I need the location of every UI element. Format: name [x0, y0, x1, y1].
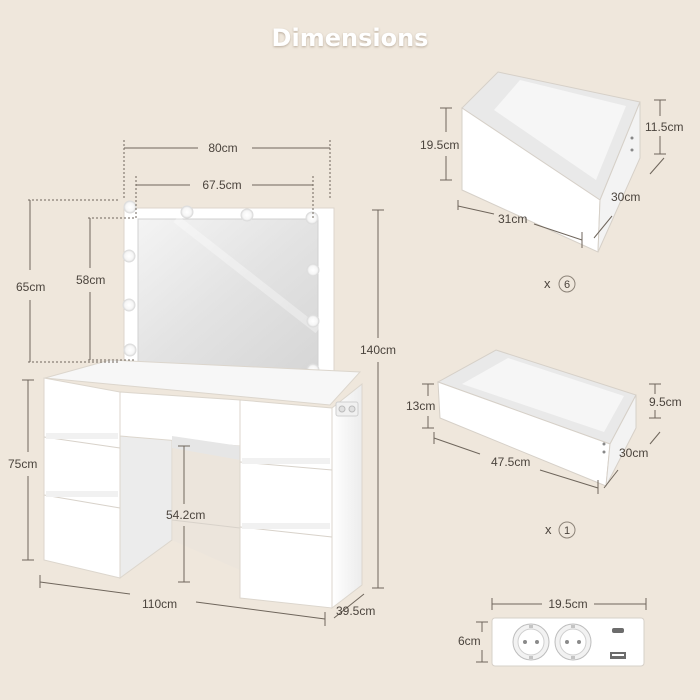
- large-drawer-depth-label: 30cm: [611, 190, 640, 204]
- bulb-icon: [122, 249, 136, 263]
- power-strip-dimension-lines: [476, 598, 647, 663]
- left-pedestal: [43, 377, 173, 579]
- table-dimension-labels: 80cm 67.5cm 65cm 58cm 140cm 75cm 54.2cm …: [8, 141, 396, 618]
- mirror-glass: [137, 218, 319, 370]
- large-drawer-width-label: 31cm: [498, 212, 527, 226]
- usb-c-port-icon: [612, 628, 624, 633]
- wide-drawer-dimension-lines: [422, 383, 661, 494]
- table-dimension-lines: [22, 140, 384, 626]
- wide-drawer-labels: 13cm 9.5cm 47.5cm 30cm x 1: [406, 395, 682, 539]
- table-height-label: 75cm: [8, 457, 37, 471]
- wide-drawer-width-label: 47.5cm: [491, 455, 530, 469]
- table-top: [44, 359, 362, 406]
- large-drawer-quantity-badge: [558, 275, 576, 293]
- legroom: [172, 448, 240, 570]
- mirror-width-label: 67.5cm: [202, 178, 241, 192]
- total-height-label: 140cm: [360, 343, 396, 357]
- large-drawer-height-label: 19.5cm: [420, 138, 459, 152]
- bulb-icon: [180, 205, 194, 219]
- bulb-icon: [123, 343, 137, 357]
- schuko-socket-icon: [512, 623, 550, 661]
- center-drawer: [119, 391, 241, 460]
- mirror-frame: [123, 207, 335, 381]
- large-drawer: [461, 71, 641, 253]
- bulb-icon: [122, 298, 136, 312]
- mirror-frame-height-label: 65cm: [16, 280, 45, 294]
- mirror-height-label: 58cm: [76, 273, 105, 287]
- power-strip-height-label: 6cm: [458, 634, 481, 648]
- schuko-socket-icon: [554, 623, 592, 661]
- large-drawer-quantity-prefix: x: [544, 276, 551, 291]
- wide-drawer-quantity-badge: [558, 521, 576, 539]
- power-strip-labels: 19.5cm 6cm: [458, 597, 588, 648]
- mirror-bulbs: [122, 200, 320, 377]
- large-drawer-dimension-lines: [440, 99, 666, 248]
- wide-drawer-height-label: 13cm: [406, 399, 435, 413]
- wide-drawer-quantity: 1: [564, 525, 570, 537]
- wide-drawer: [436, 349, 637, 487]
- overall-width-label: 80cm: [208, 141, 237, 155]
- large-drawer-labels: 19.5cm 11.5cm 31cm 30cm x 6: [420, 120, 683, 293]
- power-strip: [491, 617, 645, 667]
- table-width-label: 110cm: [142, 597, 177, 611]
- side-power-strip: [335, 401, 359, 417]
- bulb-icon: [123, 200, 137, 214]
- bulb-icon: [305, 211, 319, 225]
- wide-drawer-inner-height-label: 9.5cm: [649, 395, 682, 409]
- bulb-icon: [306, 263, 320, 277]
- bulb-icon: [306, 314, 320, 328]
- table-depth-label: 39.5cm: [336, 604, 375, 618]
- right-pedestal: [239, 382, 363, 610]
- wide-drawer-depth-label: 30cm: [619, 446, 648, 460]
- dressing-table: [43, 200, 363, 610]
- wide-drawer-quantity-prefix: x: [545, 522, 552, 537]
- power-strip-width-label: 19.5cm: [548, 597, 587, 611]
- legroom-height-label: 54.2cm: [166, 508, 205, 522]
- bulb-icon: [240, 208, 254, 222]
- page-title: Dimensions: [271, 24, 429, 52]
- large-drawer-quantity: 6: [564, 279, 570, 291]
- large-drawer-inner-height-label: 11.5cm: [645, 120, 683, 134]
